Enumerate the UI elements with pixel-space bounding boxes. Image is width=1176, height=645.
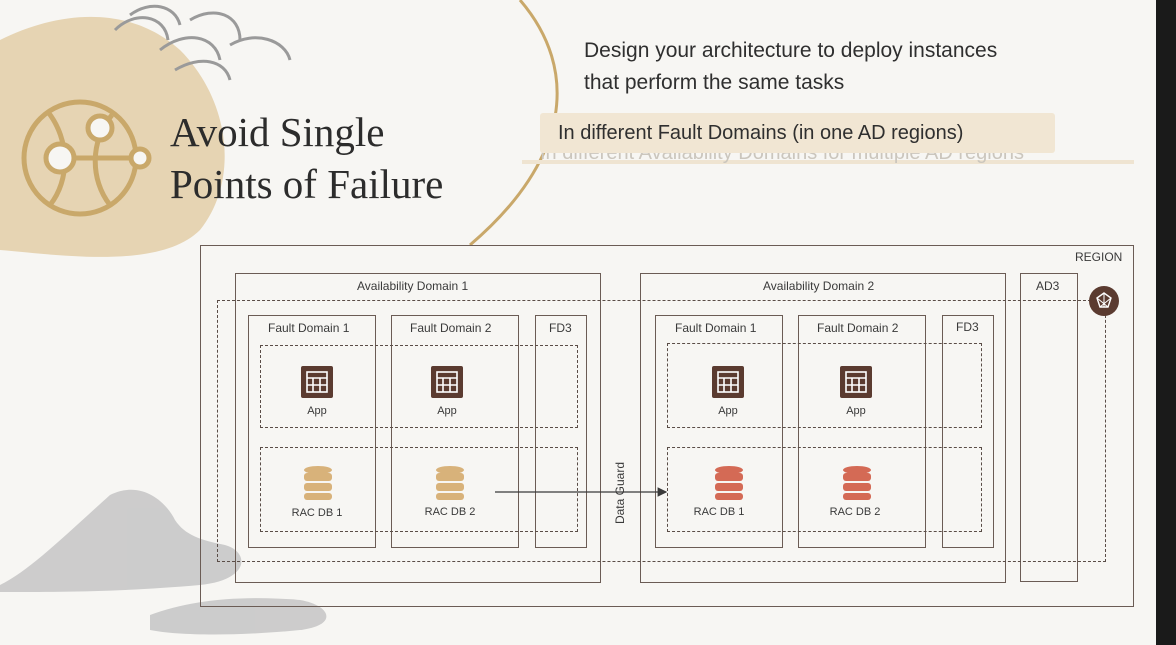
ad2-db1-label: RAC DB 1 bbox=[693, 506, 745, 518]
ad2-fault-domain-1 bbox=[655, 315, 783, 548]
ad1-app-tier bbox=[260, 345, 578, 428]
ad1-fd3-label: FD3 bbox=[549, 321, 572, 335]
ad1-fault-domain-1 bbox=[248, 315, 376, 548]
database-icon bbox=[715, 466, 743, 500]
title-line-1: Avoid Single bbox=[170, 109, 385, 155]
highlight-bullet: In different Fault Domains (in one AD re… bbox=[540, 113, 1055, 153]
ad3-box bbox=[1020, 273, 1078, 582]
availability-domain-2 bbox=[640, 273, 1006, 583]
ad2-label: Availability Domain 2 bbox=[763, 279, 875, 293]
ad2-fd1-label: Fault Domain 1 bbox=[675, 321, 757, 335]
ad2-fd2-label: Fault Domain 2 bbox=[817, 321, 899, 335]
screen-edge bbox=[1156, 0, 1176, 645]
region-box bbox=[200, 245, 1134, 607]
ad2-fd3 bbox=[942, 315, 994, 548]
availability-domain-1 bbox=[235, 273, 601, 583]
ad2-app1-label: App bbox=[718, 405, 738, 417]
subtitle-line-1: Design your architecture to deploy insta… bbox=[584, 39, 998, 62]
ghost-underline bbox=[522, 160, 1134, 164]
ad2-fd3-label: FD3 bbox=[956, 320, 979, 334]
ad2-app-tier bbox=[667, 343, 982, 428]
dotted-landscape bbox=[0, 489, 327, 635]
data-guard-label: Data Guard bbox=[613, 461, 627, 525]
app-icon bbox=[431, 366, 463, 398]
title-line-2: Points of Failure bbox=[170, 161, 444, 207]
ad1-fd1-label: Fault Domain 1 bbox=[268, 321, 350, 335]
ad1-app1-label: App bbox=[307, 405, 327, 417]
ad1-db-tier bbox=[260, 447, 578, 532]
ad2-fault-domain-2 bbox=[798, 315, 926, 548]
ad1-fd2-label: Fault Domain 2 bbox=[410, 321, 492, 335]
ad1-app2-label: App bbox=[437, 405, 457, 417]
database-icon bbox=[436, 466, 464, 500]
ad2-app2-label: App bbox=[846, 405, 866, 417]
shell-pattern bbox=[113, 4, 292, 81]
ad1-fault-domain-2 bbox=[391, 315, 519, 548]
database-icon bbox=[304, 466, 332, 500]
app-icon bbox=[840, 366, 872, 398]
app-icon bbox=[301, 366, 333, 398]
ad1-db1-label: RAC DB 1 bbox=[291, 507, 343, 519]
ad2-db-tier bbox=[667, 447, 982, 532]
slide-subtitle: Design your architecture to deploy insta… bbox=[584, 35, 997, 99]
subtitle-line-2: that perform the same tasks bbox=[584, 71, 845, 94]
ad1-db2-label: RAC DB 2 bbox=[424, 506, 476, 518]
ad2-db2-label: RAC DB 2 bbox=[829, 506, 881, 518]
app-icon bbox=[712, 366, 744, 398]
slide-title: Avoid Single Points of Failure bbox=[170, 106, 443, 210]
region-label: REGION bbox=[1075, 250, 1123, 264]
region-dashed-outline bbox=[217, 300, 1106, 562]
database-icon bbox=[843, 466, 871, 500]
ad1-fd3 bbox=[535, 315, 587, 548]
globe-icon bbox=[21, 99, 152, 217]
network-gateway-icon bbox=[1089, 286, 1119, 316]
ad3-label: AD3 bbox=[1036, 279, 1060, 293]
ad1-label: Availability Domain 1 bbox=[357, 279, 469, 293]
